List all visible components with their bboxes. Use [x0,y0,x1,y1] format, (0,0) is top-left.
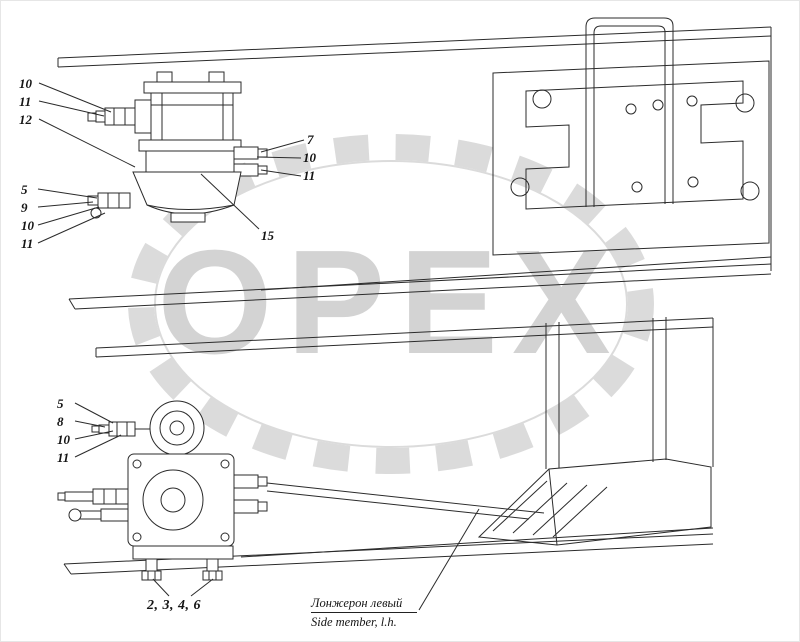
callout-mid-left-10: 10 [21,218,34,233]
callout-upper-left-10: 10 [19,76,32,91]
bracket-holes [510,89,760,201]
upper-side-member-drawing [57,26,772,310]
pipe-handle [585,17,674,207]
lower-valve-assembly [57,400,268,581]
callout-lower-left-11: 11 [57,450,70,465]
callout-lower-left-5: 5 [57,396,64,411]
upper-valve-assembly [87,71,268,223]
callout-15: 15 [261,228,274,243]
lower-side-member-drawing [63,317,714,575]
caption-ru: Лонжерон левый [311,596,417,614]
callout-right-10: 10 [303,150,316,165]
gear-watermark [128,134,654,474]
caption-en: Side member, l.h. [311,615,397,630]
callout-mid-left-5: 5 [21,182,28,197]
callout-right-11: 11 [303,168,316,183]
callout-mid-left-11: 11 [21,236,34,251]
caption: Лонжерон левый Side member, l.h. [311,596,417,630]
callout-upper-left-12: 12 [19,112,32,127]
callout-mid-left-9: 9 [21,200,28,215]
callout-upper-left-11: 11 [19,94,32,109]
callout-right-7: 7 [307,132,314,147]
callout-lower-left-10: 10 [57,432,70,447]
upper-bracket-plate [492,17,770,256]
watermark-text: ОРЕХ [157,220,624,385]
callout-group-2-3-4-6: 2, 3, 4, 6 [147,598,201,613]
callout-lower-left-8: 8 [57,414,64,429]
leader-lines [37,82,480,611]
